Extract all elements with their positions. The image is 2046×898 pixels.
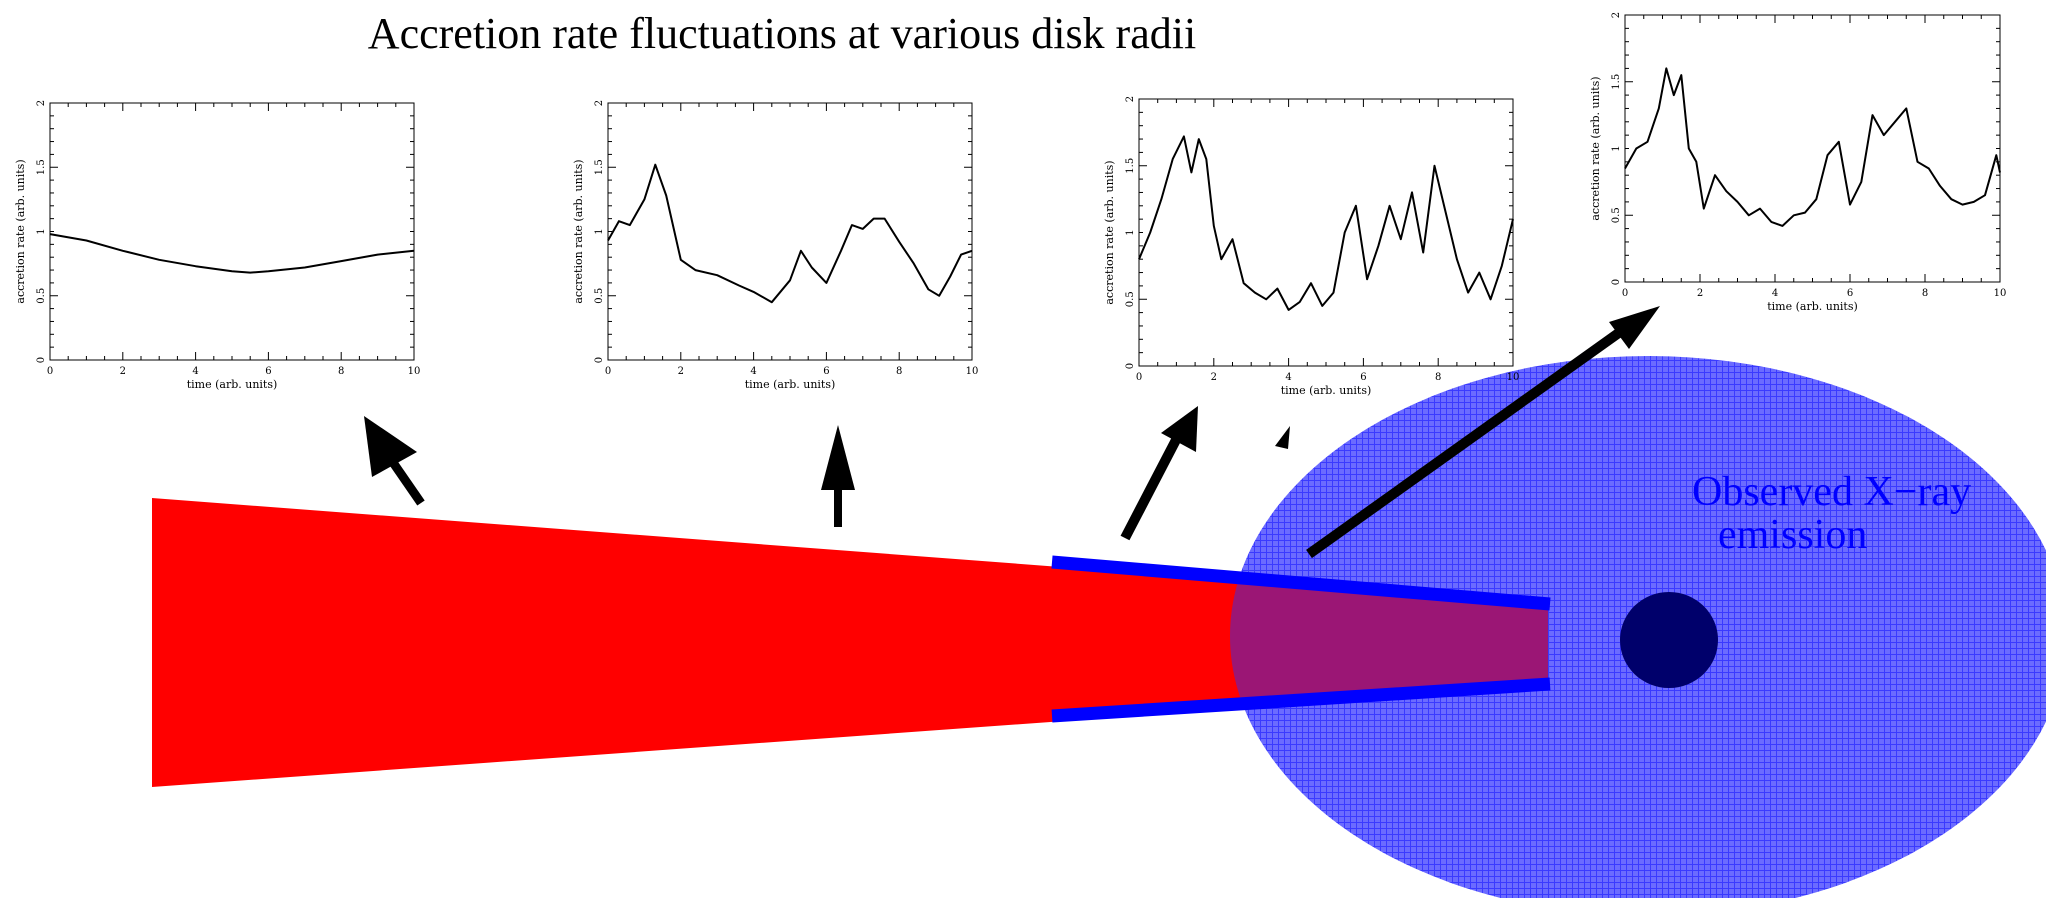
x-tick-label: 8: [1435, 372, 1441, 383]
plot-frame: [1624, 14, 2001, 283]
xray-label-line2: emission: [1718, 512, 1867, 558]
y-tick-label: 2: [1611, 12, 1622, 18]
x-tick-label: 4: [1772, 288, 1778, 299]
x-tick-label: 10: [408, 366, 421, 377]
y-tick-label: 1.5: [36, 159, 47, 175]
y-tick-label: 0.5: [1611, 207, 1622, 223]
y-tick-label: 2: [1125, 96, 1136, 102]
y-tick-label: 2: [594, 100, 605, 106]
y-tick-label: 1: [594, 228, 605, 234]
accretion-series-line: [1624, 67, 2001, 227]
plot-frame: [607, 102, 973, 361]
accretion-chart-2: 0 2 4 6 8 10 0 0.5 1 1.5 2 time (arb. units) accreti…: [572, 100, 978, 391]
y-tick-label: 0.5: [36, 288, 47, 304]
arrow-fragment: [1275, 426, 1290, 449]
x-tick-label: 4: [750, 366, 756, 377]
accretion-chart-1: 0 2 4 6 8 10 0 0.5 1 1.5 2 time (arb. units) accreti…: [14, 100, 420, 391]
accretion-series-line: [49, 233, 415, 274]
x-tick-label: 2: [678, 366, 684, 377]
y-axis-label: accretion rate (arb. units): [1103, 160, 1116, 304]
arrow-chart-2: [821, 425, 855, 527]
y-axis-label: accretion rate (arb. units): [14, 159, 27, 303]
x-tick-label: 4: [192, 366, 198, 377]
y-tick-label: 0: [594, 357, 605, 363]
x-tick-label: 6: [265, 366, 271, 377]
x-tick-label: 6: [1360, 372, 1366, 383]
y-tick-label: 1.5: [594, 159, 605, 175]
accretion-disk: [152, 498, 1548, 787]
accretion-chart-3: 0 2 4 6 8 10 0 0.5 1 1.5 2 time (arb. units) accreti…: [1103, 96, 1519, 397]
x-tick-label: 0: [1622, 288, 1628, 299]
x-tick-label: 2: [1211, 372, 1217, 383]
x-tick-label: 10: [1507, 372, 1520, 383]
x-tick-label: 0: [1136, 372, 1142, 383]
y-tick-label: 1: [1125, 229, 1136, 235]
accretion-series-line: [1138, 135, 1514, 311]
x-axis-label: time (arb. units): [187, 378, 278, 391]
arrow-chart-3: [1120, 406, 1198, 541]
y-axis-label: accretion rate (arb. units): [1589, 76, 1602, 220]
black-hole: [1620, 592, 1718, 688]
diagram-title: Accretion rate fluctuations at various d…: [368, 9, 1196, 58]
y-axis-label: accretion rate (arb. units): [572, 159, 585, 303]
upper-sheath-line: [1051, 555, 1551, 611]
y-tick-label: 0: [36, 357, 47, 363]
accretion-series-line: [607, 163, 973, 304]
xray-label-line1: Observed X−ray: [1692, 469, 1971, 515]
arrow-chart-1: [364, 416, 425, 506]
x-tick-label: 10: [1994, 288, 2007, 299]
y-tick-label: 0.5: [1125, 291, 1136, 307]
plot-frame: [1138, 98, 1514, 367]
y-tick-label: 1: [36, 228, 47, 234]
y-tick-label: 1: [1611, 145, 1622, 151]
x-tick-label: 0: [605, 366, 611, 377]
x-tick-label: 0: [47, 366, 53, 377]
x-tick-label: 2: [120, 366, 126, 377]
x-tick-label: 2: [1697, 288, 1703, 299]
accretion-chart-4: 0 2 4 6 8 10 0 0.5 1 1.5 2 time (arb. units) accreti…: [1589, 12, 2006, 313]
x-tick-label: 6: [1847, 288, 1853, 299]
x-tick-label: 8: [896, 366, 902, 377]
x-tick-label: 10: [966, 366, 979, 377]
x-tick-label: 8: [1922, 288, 1928, 299]
x-tick-label: 4: [1285, 372, 1291, 383]
lower-sheath-line: [1051, 677, 1551, 723]
plot-frame: [49, 102, 415, 361]
y-tick-label: 0.5: [594, 288, 605, 304]
x-axis-label: time (arb. units): [745, 378, 836, 391]
y-tick-label: 0: [1125, 363, 1136, 369]
x-tick-label: 6: [823, 366, 829, 377]
y-tick-label: 1.5: [1125, 158, 1136, 174]
x-axis-label: time (arb. units): [1767, 300, 1858, 313]
y-tick-label: 2: [36, 100, 47, 106]
arrow-chart-4: [1306, 306, 1660, 559]
y-tick-label: 1.5: [1611, 74, 1622, 90]
x-tick-label: 8: [338, 366, 344, 377]
y-tick-label: 0: [1611, 279, 1622, 285]
x-axis-label: time (arb. units): [1281, 384, 1372, 397]
